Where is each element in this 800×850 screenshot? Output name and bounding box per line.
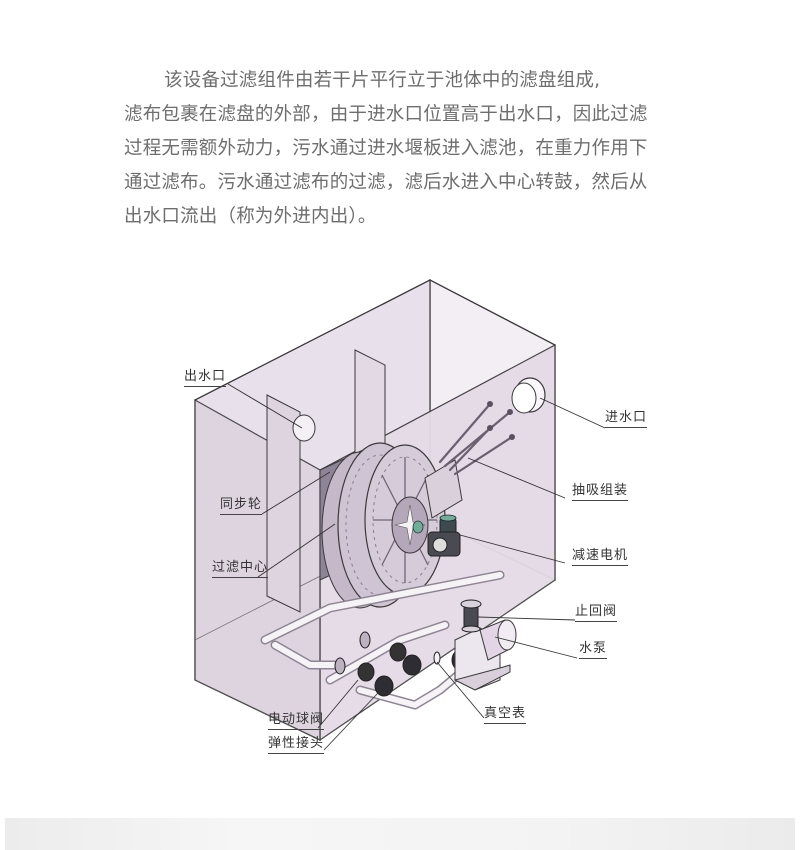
- label-water-pump: 水泵: [579, 641, 608, 659]
- intro-line-2: 滤布包裹在滤盘的外部，由于进水口位置高于出水口，因此过滤: [124, 104, 648, 125]
- intro-line-5: 出水口流出（称为外进内出）。: [124, 206, 377, 227]
- intro-line-1: 该设备过滤组件由若干片平行立于池体中的滤盘组成,: [164, 70, 601, 91]
- label-suction-assembly: 抽吸组装: [572, 483, 629, 501]
- label-reducer-motor: 减速电机: [572, 548, 629, 566]
- intro-line-3: 过程无需额外动力，污水通过进水堰板进入滤池，在重力作用下: [124, 138, 648, 159]
- label-electric-ball-valve: 电动球阀: [268, 712, 325, 730]
- label-inlet: 进水口: [605, 410, 648, 428]
- intro-line-4: 通过滤布。污水通过滤布的过滤，滤后水进入中心转鼓，然后从: [124, 172, 648, 193]
- footer-divider-bar: [5, 818, 795, 850]
- tank-illustration: [194, 279, 606, 751]
- filter-equipment-diagram: 出水口 进水口 同步轮 抽吸组装 过滤中心 减速电机 止回阀 水泵 真空表 电动…: [0, 250, 800, 770]
- intro-paragraph: 该设备过滤组件由若干片平行立于池体中的滤盘组成, 滤布包裹在滤盘的外部，由于进水…: [124, 64, 669, 234]
- label-filter-center: 过滤中心: [212, 560, 269, 578]
- label-vacuum-gauge: 真空表: [484, 706, 527, 724]
- label-elastic-joint: 弹性接头: [268, 736, 325, 754]
- label-outlet: 出水口: [184, 369, 227, 387]
- label-sync-wheel: 同步轮: [220, 497, 263, 515]
- label-check-valve: 止回阀: [575, 604, 618, 622]
